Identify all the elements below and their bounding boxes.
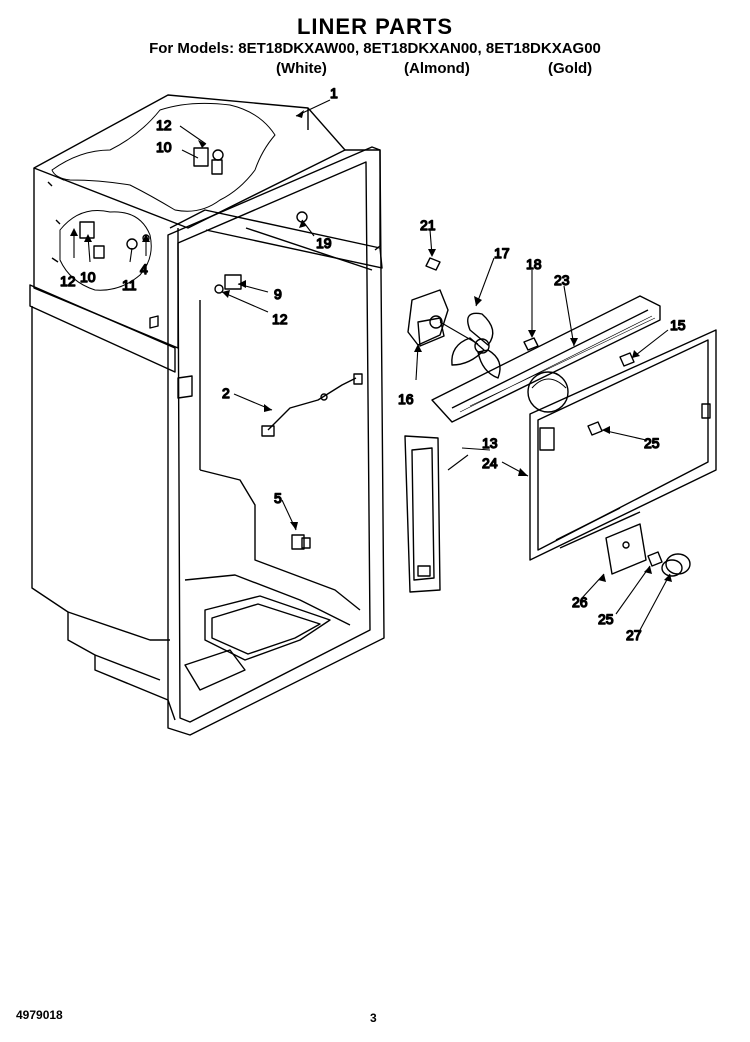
callout-4: 4 bbox=[140, 261, 148, 277]
page-title: LINER PARTS bbox=[296, 14, 454, 39]
callout-16: 16 bbox=[398, 391, 414, 407]
callout-18: 18 bbox=[526, 256, 542, 272]
callout-5: 5 bbox=[274, 490, 282, 506]
liner-cabinet bbox=[29, 94, 385, 736]
callout-numbers: 1 12 10 19 12 10 11 4 9 12 2 5 21 17 18 … bbox=[59, 84, 686, 643]
callout-25: 25 bbox=[598, 611, 614, 627]
callout-9: 9 bbox=[274, 286, 282, 302]
callout-26: 26 bbox=[572, 594, 588, 610]
part-number: 4979018 bbox=[16, 1008, 63, 1022]
fan-motor-assembly bbox=[407, 257, 539, 379]
color-almond-label: (Almond) bbox=[404, 60, 470, 77]
callout-19: 19 bbox=[316, 235, 332, 251]
page-number: 3 bbox=[370, 1011, 377, 1025]
callout-12: 12 bbox=[60, 273, 76, 289]
callout-arrowheads bbox=[70, 110, 672, 582]
callout-25: 25 bbox=[644, 435, 660, 451]
control-parts bbox=[605, 523, 691, 577]
callout-21: 21 bbox=[420, 217, 436, 233]
callout-leaders bbox=[73, 99, 671, 631]
callout-10: 10 bbox=[156, 139, 172, 155]
insulation-texture bbox=[51, 102, 276, 291]
air-diffuser bbox=[404, 435, 441, 593]
callout-24: 24 bbox=[482, 455, 498, 471]
callout-13: 13 bbox=[482, 435, 498, 451]
callout-2: 2 bbox=[222, 385, 230, 401]
callout-27: 27 bbox=[626, 627, 642, 643]
cabinet-hardware bbox=[79, 147, 363, 550]
models-line: For Models: 8ET18DKXAW00, 8ET18DKXAN00, … bbox=[149, 40, 601, 57]
callout-17: 17 bbox=[494, 245, 510, 261]
fan-shroud bbox=[431, 295, 661, 423]
callout-12: 12 bbox=[272, 311, 288, 327]
callout-1: 1 bbox=[330, 85, 338, 101]
callout-12: 12 bbox=[156, 117, 172, 133]
callout-23: 23 bbox=[554, 272, 570, 288]
callout-11: 11 bbox=[122, 277, 137, 293]
color-gold-label: (Gold) bbox=[548, 60, 593, 77]
callout-10: 10 bbox=[80, 269, 96, 285]
color-white-label: (White) bbox=[276, 60, 327, 77]
rear-cover-panel bbox=[529, 329, 717, 561]
callout-15: 15 bbox=[670, 317, 686, 333]
